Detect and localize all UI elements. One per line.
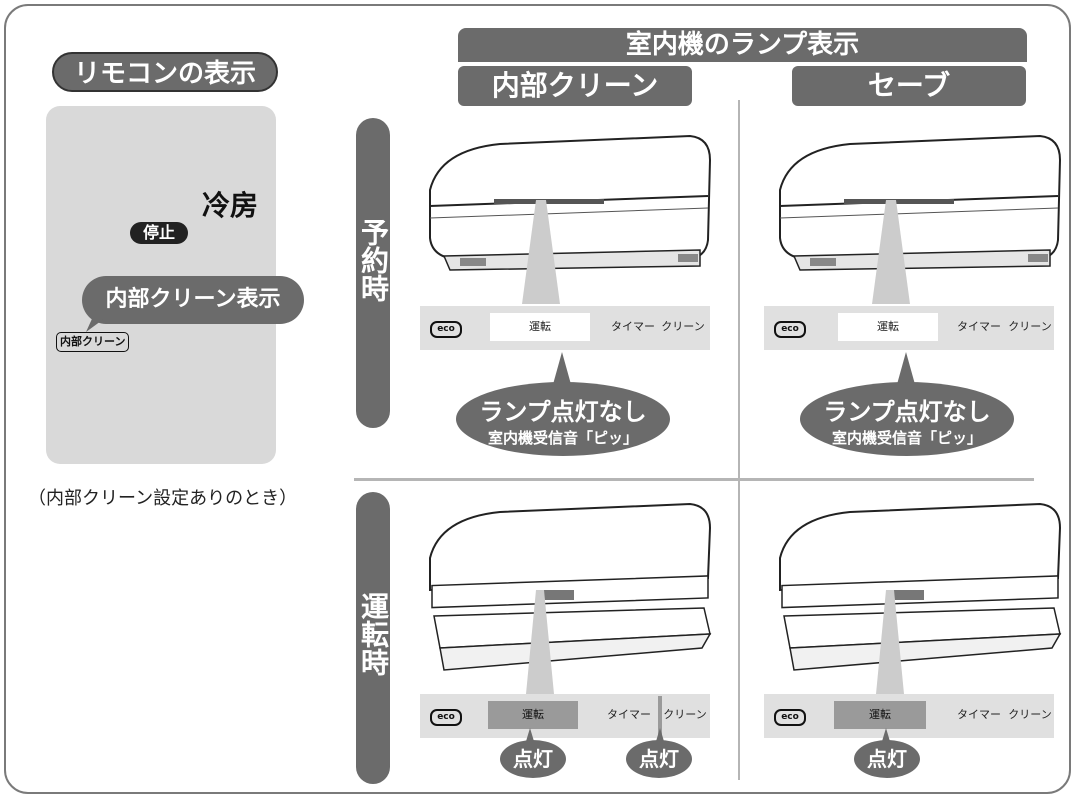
internal-clean-bubble: 内部クリーン表示	[82, 276, 304, 324]
bubble-pointer-reserved-clean	[552, 352, 572, 388]
mode-label: 冷房	[202, 189, 259, 222]
row-divider	[354, 478, 1034, 481]
remote-display-panel: 冷房 停止 内部クリーン表示 内部クリーン	[46, 106, 304, 464]
lamp-timer: タイマー	[957, 320, 1001, 333]
row-label-reserved: 予約時	[356, 118, 390, 428]
remote-display-title: リモコンの表示	[52, 52, 278, 92]
lamp-run-on: 運転	[834, 701, 926, 729]
lamp-clean: クリーン	[663, 708, 707, 721]
lamp-run: 運転	[490, 313, 590, 341]
indoor-lamp-header: 室内機のランプ表示	[458, 28, 1027, 62]
col-header-save: セーブ	[792, 66, 1026, 106]
lit-bubble-run-save: 点灯	[854, 740, 920, 778]
lit-bubble-run-clean: 点灯	[500, 740, 566, 778]
lamp-bar-reserved-clean: eco 運転 タイマー クリーン	[420, 306, 710, 350]
lamp-clean: クリーン	[1008, 708, 1052, 721]
beep-text: 室内機受信音「ピッ」	[831, 429, 982, 447]
row-label-running-text: 運転時	[357, 592, 390, 676]
col-header-internal-clean: 内部クリーン	[458, 66, 692, 106]
row-label-running: 運転時	[356, 492, 390, 784]
eco-lamp-icon: eco	[774, 709, 806, 726]
internal-clean-small-label: 内部クリーン	[56, 332, 130, 352]
no-lamp-text: ランプ点灯なし	[823, 398, 991, 426]
lamp-timer: タイマー	[611, 320, 655, 333]
lamp-bar-running-save: eco 運転 タイマー クリーン	[764, 694, 1054, 738]
no-lamp-bubble-save: ランプ点灯なし 室内機受信音「ピッ」	[800, 382, 1014, 456]
column-divider	[738, 100, 740, 780]
lamp-clean: クリーン	[661, 320, 705, 333]
remote-caption: （内部クリーン設定ありのとき）	[28, 488, 298, 509]
stop-badge: 停止	[130, 222, 188, 244]
bubble-pointer	[86, 310, 116, 332]
no-lamp-bubble-clean: ランプ点灯なし 室内機受信音「ピッ」	[456, 382, 670, 456]
lamp-bar-reserved-save: eco 運転 タイマー クリーン	[764, 306, 1054, 350]
beep-text: 室内機受信音「ピッ」	[487, 429, 638, 447]
lamp-run: 運転	[838, 313, 938, 341]
lit-bubble-clean-lamp: 点灯	[626, 740, 692, 778]
no-lamp-text: ランプ点灯なし	[479, 398, 647, 426]
lamp-clean-on-indicator	[658, 696, 662, 736]
eco-lamp-icon: eco	[430, 709, 462, 726]
eco-lamp-icon: eco	[774, 321, 806, 338]
eco-lamp-icon: eco	[430, 321, 462, 338]
lamp-timer: タイマー	[607, 708, 651, 721]
lamp-timer: タイマー	[957, 708, 1001, 721]
bubble-pointer-reserved-save	[896, 352, 916, 388]
outer-frame	[4, 4, 1071, 794]
lamp-run-on: 運転	[488, 701, 578, 729]
row-label-reserved-text: 予約時	[357, 218, 390, 302]
lamp-clean: クリーン	[1008, 320, 1052, 333]
lamp-bar-running-clean: eco 運転 タイマー クリーン	[420, 694, 710, 738]
